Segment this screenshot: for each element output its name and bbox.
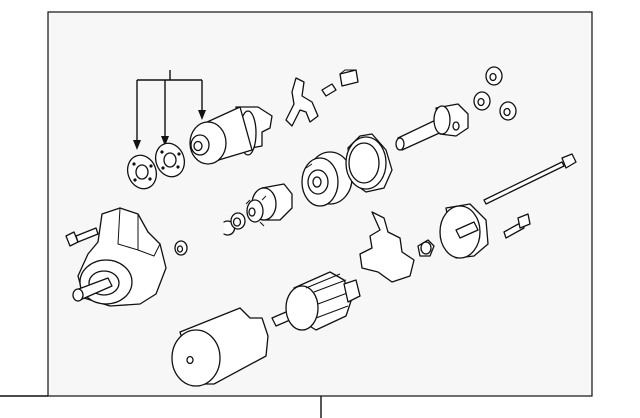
- bushing: [174, 240, 188, 256]
- gear-housing-cover: [345, 133, 393, 193]
- shift-lever: [285, 77, 319, 127]
- solenoid: [189, 106, 273, 165]
- brush-holder: [359, 211, 415, 283]
- frame-screw: [503, 213, 531, 239]
- field-frame-yoke: [171, 307, 269, 387]
- gasket-outer: [126, 154, 158, 190]
- shift-lever-pin: [339, 69, 359, 87]
- mount-bolt: [65, 227, 99, 247]
- through-bolt: [483, 153, 577, 205]
- planet-gear-3: [499, 101, 517, 121]
- planet-gear-1: [485, 66, 503, 86]
- shift-lever-plate: [321, 83, 337, 97]
- frame-bearing: [417, 239, 435, 257]
- commutator-end-frame: [439, 203, 489, 259]
- armature: [271, 271, 361, 331]
- output-shaft: [395, 103, 469, 151]
- callout-bracket: [133, 70, 206, 150]
- planet-gear-2: [473, 91, 491, 111]
- drive-pinion: [245, 183, 293, 227]
- gasket-inner: [154, 142, 186, 178]
- pinion-clutch: [301, 151, 353, 207]
- stop-collar: [230, 212, 246, 230]
- drive-end-housing: [72, 207, 167, 307]
